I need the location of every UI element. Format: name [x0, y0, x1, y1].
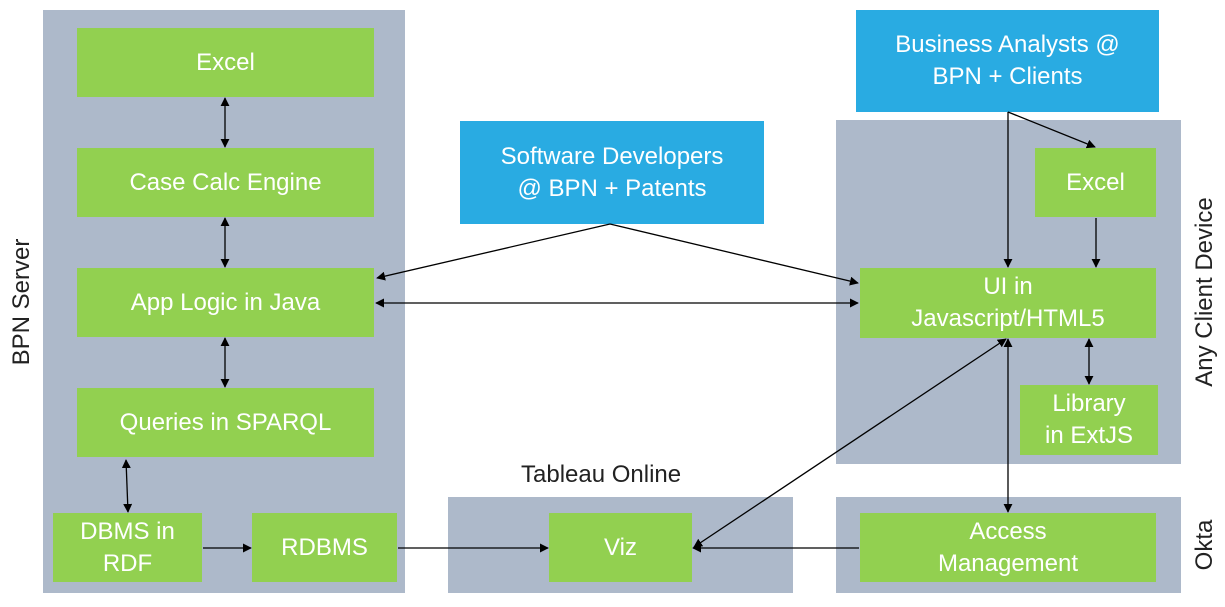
excel-client-box: Excel — [1035, 148, 1156, 217]
any-client-device-label: Any Client Device — [1191, 197, 1218, 387]
app-logic-java-box: App Logic in Java — [77, 268, 374, 337]
case-calc-engine-box: Case Calc Engine — [77, 148, 374, 217]
arrow-devs-to-ui — [609, 223, 859, 286]
tableau-online-label: Tableau Online — [521, 461, 682, 488]
excel-server-box: Excel — [77, 28, 374, 97]
access-management-box: Access Management — [860, 513, 1156, 582]
ui-javascript-box: UI in Javascript/HTML5 — [860, 268, 1156, 338]
bpn-server-label: BPN Server — [8, 238, 35, 366]
viz-box: Viz — [549, 513, 692, 582]
rdbms-box: RDBMS — [252, 513, 397, 582]
dbms-rdf-box: DBMS in RDF — [53, 513, 202, 582]
okta-label: Okta — [1191, 519, 1218, 571]
library-extjs-box: Library in ExtJS — [1020, 385, 1158, 455]
business-analysts-box: Business Analysts @ BPN + Clients — [856, 10, 1159, 112]
queries-sparql-box: Queries in SPARQL — [77, 388, 374, 457]
software-developers-box: Software Developers @ BPN + Patents — [460, 121, 764, 224]
arrow-devs-to-applogic — [376, 223, 611, 281]
